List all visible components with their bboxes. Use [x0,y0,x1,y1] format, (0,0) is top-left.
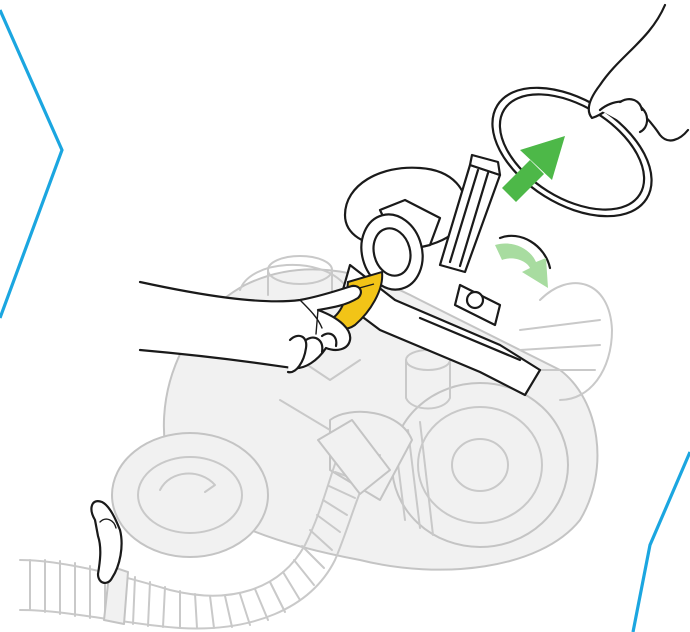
right-chevron-border-icon [633,452,690,632]
left-chevron-border-icon [0,10,62,318]
